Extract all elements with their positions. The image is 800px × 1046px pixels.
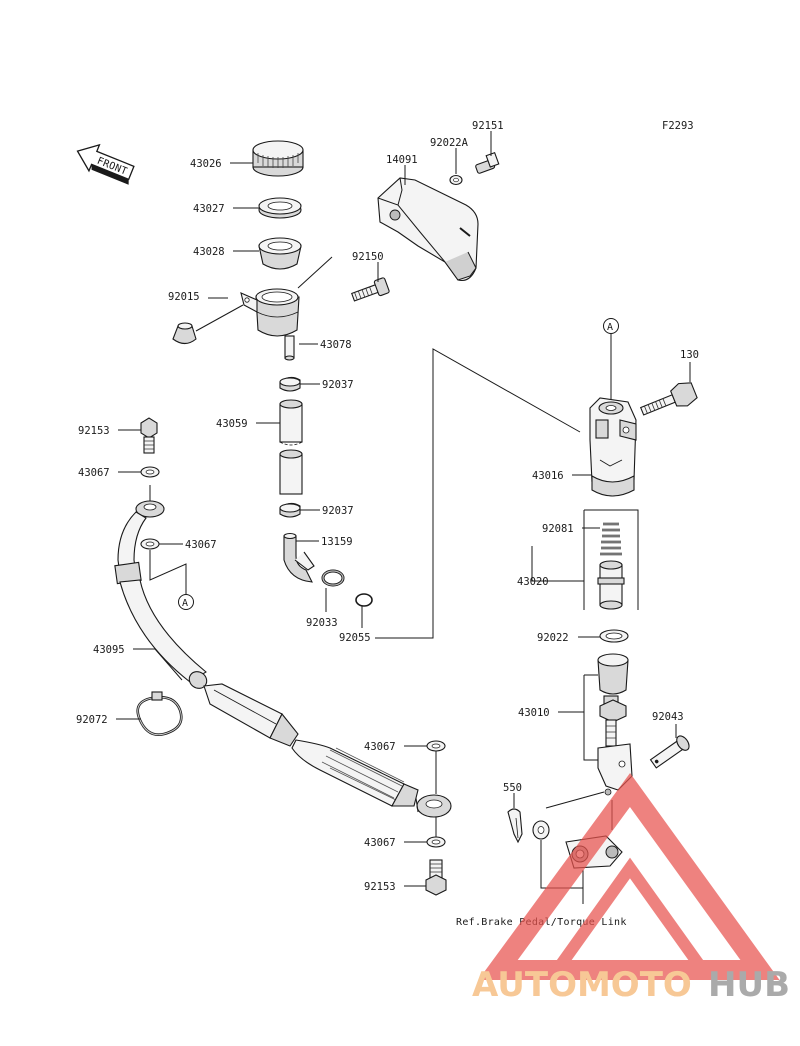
- callout-92022A: 92022A: [430, 137, 469, 149]
- diaphragm-part: [258, 237, 302, 270]
- reservoir-hose-part: [279, 399, 303, 495]
- spring-part: [600, 522, 622, 556]
- washer-fourth-part: [426, 836, 446, 848]
- callout-92037-bottom: 92037: [322, 505, 354, 517]
- callout-92055: 92055: [339, 632, 371, 644]
- callout-43067-a: 43067: [78, 467, 110, 479]
- hose-clamp-top-part: [279, 376, 301, 392]
- callout-43067-d: 43067: [364, 837, 396, 849]
- reservoir-cover-part: [377, 177, 479, 282]
- washer-top-part: [140, 466, 160, 478]
- callout-14091: 14091: [386, 154, 418, 166]
- callout-92015: 92015: [168, 291, 200, 303]
- hose-clamp-92072-part: [136, 691, 183, 736]
- automotohub-watermark-logo: AUTOMOTO HUB: [472, 773, 790, 1005]
- master-cylinder-body-part: [589, 397, 637, 497]
- callout-13159: 13159: [321, 536, 353, 548]
- screw-92151-part: [475, 151, 500, 174]
- callout-92043: 92043: [652, 711, 684, 723]
- callout-92081: 92081: [542, 523, 574, 535]
- washer-second-part: [140, 538, 160, 550]
- callout-92022: 92022: [537, 632, 569, 644]
- callout-43026: 43026: [190, 158, 222, 170]
- bolt-130-part: [639, 382, 698, 416]
- push-rod-assembly-part: [597, 653, 633, 796]
- hose-clamp-bottom-part: [279, 502, 301, 518]
- reservoir-plate-part: [258, 197, 302, 219]
- callout-43028: 43028: [193, 246, 225, 258]
- callout-43010: 43010: [518, 707, 550, 719]
- washer-92022a-part: [449, 174, 463, 186]
- grommet-part: [172, 322, 197, 345]
- watermark-part2: HUB: [708, 965, 790, 1005]
- callout-43016: 43016: [532, 470, 564, 482]
- banjo-bolt-top-part: [140, 417, 158, 454]
- callout-43095: 43095: [93, 644, 125, 656]
- figure-code: F2293: [662, 120, 694, 132]
- piston-part: [597, 560, 625, 610]
- cotter-pin-part: [507, 808, 523, 844]
- callout-43067-b: 43067: [185, 539, 217, 551]
- callout-92033: 92033: [306, 617, 338, 629]
- callout-43059: 43059: [216, 418, 248, 430]
- brake-hose-part: [114, 500, 452, 818]
- callout-92150: 92150: [352, 251, 384, 263]
- marker-a-top: A: [607, 322, 613, 333]
- callout-92151: 92151: [472, 120, 504, 132]
- callout-92153-bottom: 92153: [364, 881, 396, 893]
- banjo-bolt-bottom-part: [425, 859, 447, 896]
- watermark-part1: AUTOMOTO: [472, 965, 692, 1005]
- bolt-92150-part: [351, 277, 390, 302]
- washer-third-part: [426, 740, 446, 752]
- elbow-fitting-part: [283, 532, 315, 583]
- circlip-part: [321, 569, 345, 587]
- callout-92153-top: 92153: [78, 425, 110, 437]
- washer-92022-part: [599, 629, 629, 643]
- callout-92072: 92072: [76, 714, 108, 726]
- callout-130: 130: [680, 349, 699, 361]
- marker-a-left: A: [182, 598, 188, 609]
- reservoir-cap-part: [252, 140, 304, 177]
- pin-92043-part: [649, 735, 690, 769]
- reservoir-body-part: [240, 288, 300, 361]
- callout-43067-c: 43067: [364, 741, 396, 753]
- callout-43027: 43027: [193, 203, 225, 215]
- o-ring-part: [355, 593, 373, 607]
- callout-43020: 43020: [517, 576, 549, 588]
- washer-clevis-part: [532, 820, 550, 840]
- callout-43078: 43078: [320, 339, 352, 351]
- front-arrow-icon: FRONT: [76, 143, 135, 185]
- callout-92037-top: 92037: [322, 379, 354, 391]
- callout-550: 550: [503, 782, 522, 794]
